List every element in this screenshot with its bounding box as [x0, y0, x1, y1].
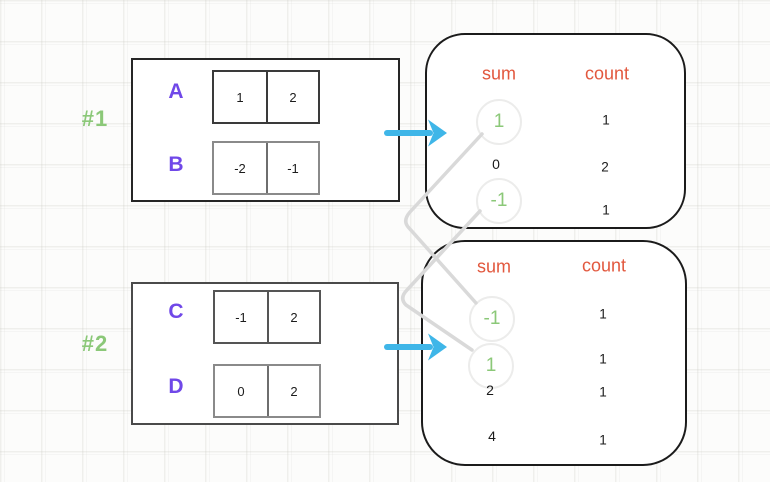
group1-count-row1: 1 — [602, 112, 610, 128]
group1-tag: #1 — [81, 106, 109, 131]
group2-box: C -1 2 D 0 2 — [131, 282, 399, 425]
group2-result-box: sum count -1 1 1 1 2 1 4 1 — [421, 240, 687, 466]
array-d: 0 2 — [213, 364, 321, 418]
array-d-label: D — [168, 375, 184, 398]
group1-sum-row3: -1 — [476, 178, 522, 224]
group1-count-row3: 1 — [602, 202, 610, 218]
group2-count-row4: 1 — [599, 432, 607, 448]
group2-sum-row2: 1 — [468, 343, 514, 389]
array-c: -1 2 — [213, 290, 321, 344]
array-b-cell-1: -1 — [266, 143, 318, 193]
group2-count-row3: 1 — [599, 384, 607, 400]
array-b-label: B — [168, 153, 184, 176]
array-c-label: C — [168, 300, 184, 323]
array-c-cell-1: 2 — [267, 292, 319, 342]
group1-sum-header: sum — [481, 63, 517, 84]
group2-sum-row3: 2 — [486, 382, 494, 398]
group2-sum-row4: 4 — [488, 428, 496, 444]
array-c-cell-0: -1 — [235, 309, 247, 325]
array-b-cell-0: -2 — [234, 160, 246, 176]
group1-box: A 1 2 B -2 -1 — [131, 58, 400, 202]
group2-count-row2: 1 — [599, 351, 607, 367]
array-a-cell-0: 1 — [236, 89, 244, 105]
group2-count-header: count — [581, 255, 627, 276]
group1-count-header: count — [584, 63, 630, 84]
group2-count-row1: 1 — [599, 306, 607, 322]
array-d-cell-0: 0 — [237, 383, 245, 399]
array-a-label: A — [168, 80, 184, 103]
group1-count-row2: 2 — [601, 159, 609, 175]
group1-result-box: sum count 1 1 0 2 -1 1 — [425, 33, 686, 229]
array-b: -2 -1 — [212, 141, 320, 195]
array-a: 1 2 — [212, 70, 320, 124]
group2-sum-row1: -1 — [469, 296, 515, 342]
array-a-cell-1: 2 — [266, 72, 318, 122]
group2-sum-header: sum — [476, 256, 512, 277]
group1-sum-row2: 0 — [492, 156, 500, 172]
group1-sum-row1: 1 — [476, 99, 522, 145]
array-d-cell-1: 2 — [267, 366, 319, 416]
group2-tag: #2 — [81, 331, 109, 356]
